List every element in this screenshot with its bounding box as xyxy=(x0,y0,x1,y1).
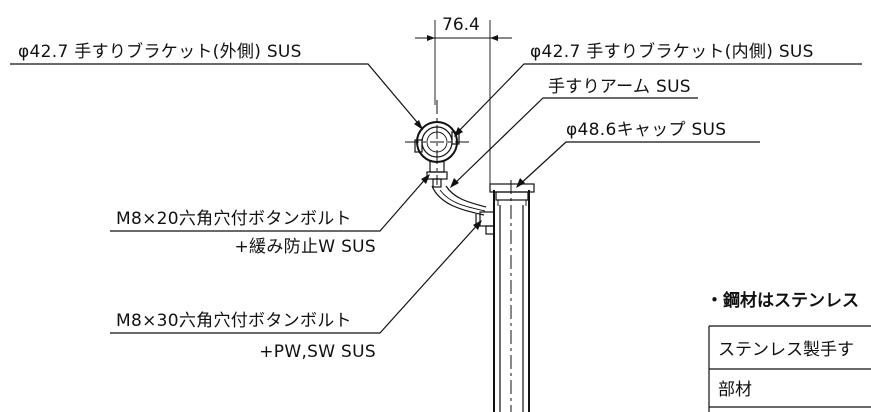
label-bracket-inner: φ42.7 手すりブラケット(内側) SUS xyxy=(530,41,814,62)
label-arm: 手すりアーム SUS xyxy=(548,77,691,97)
handrail-arm xyxy=(431,185,487,216)
material-table: ステンレス製手す 部材 xyxy=(708,325,871,412)
label-cap: φ48.6キャップ SUS xyxy=(566,120,726,140)
dimension-76-4: 76.4 xyxy=(415,15,512,185)
label-bolt-m8x20-line1: M8×20六角穴付ボタンボルト xyxy=(116,209,352,229)
label-bolt-m8x30-line2: +PW,SW SUS xyxy=(259,342,376,362)
table-row-2: 部材 xyxy=(718,380,752,400)
post-column xyxy=(475,180,535,412)
dimension-value: 76.4 xyxy=(442,15,480,35)
material-note: ・鋼材はステンレス xyxy=(706,290,859,311)
handrail-pipe-section xyxy=(405,100,470,188)
label-bolt-m8x20-line2: +緩み防止W SUS xyxy=(235,237,376,257)
label-bolt-m8x30-line1: M8×30六角穴付ボタンボルト xyxy=(116,311,352,331)
leader-lines xyxy=(10,63,862,334)
label-bracket-outer: φ42.7 手すりブラケット(外側) SUS xyxy=(18,41,302,62)
table-row-1: ステンレス製手す xyxy=(718,340,854,360)
